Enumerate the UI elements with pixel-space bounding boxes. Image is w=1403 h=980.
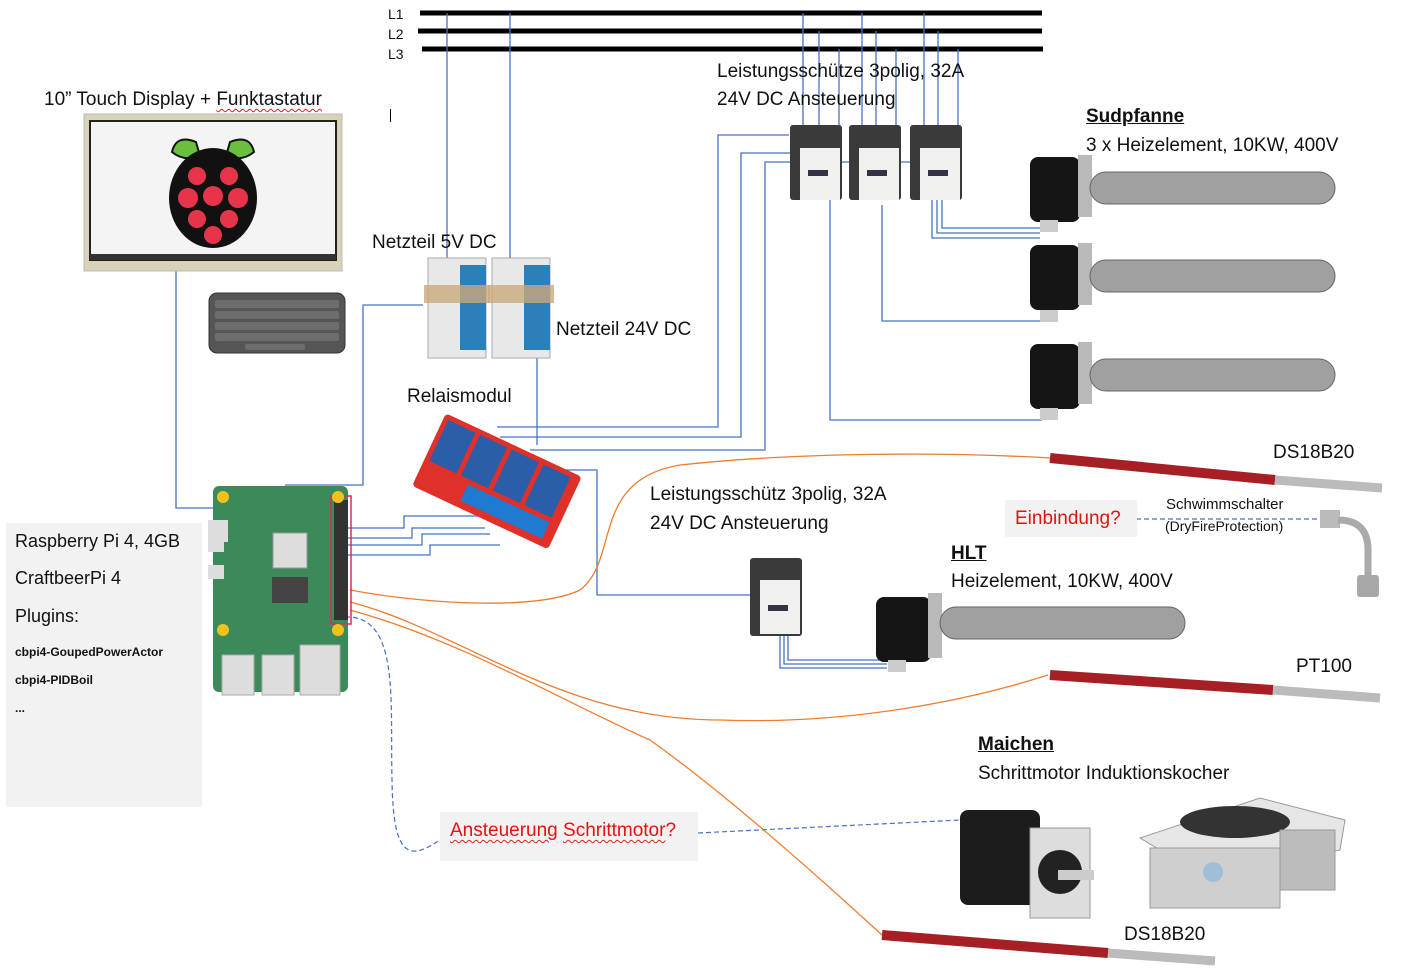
contactor-hlt-label-line1: Leistungsschütz 3polig, 32A — [650, 484, 887, 505]
pi-info-software: CraftbeerPi 4 — [15, 568, 122, 588]
psu-24v — [488, 257, 554, 359]
contactors-sud-label-line1: Leistungsschütze 3polig, 32A — [717, 61, 965, 82]
float-switch-label: Schwimmschalter — [1166, 496, 1284, 513]
heating-element-hlt — [876, 593, 1186, 672]
pi-info-box: Raspberry Pi 4, 4GB CraftbeerPi 4 Plugin… — [6, 523, 202, 807]
contactor-hlt-label-line2: 24V DC Ansteuerung — [650, 513, 829, 534]
phase-label-l1: L1 — [388, 6, 404, 22]
hlt-subtitle: Heizelement, 10KW, 400V — [951, 571, 1173, 592]
float-switch-question-box: Einbindung? — [1005, 500, 1137, 537]
float-switch-sublabel: (DryFireProtection) — [1165, 518, 1284, 534]
contactors-sud-label-line2: 24V DC Ansteuerung — [717, 89, 896, 110]
keyboard — [208, 292, 346, 354]
heating-element-3 — [1030, 342, 1336, 420]
plugin-item: ... — [15, 701, 26, 715]
sensor-top-label: DS18B20 — [1273, 442, 1355, 463]
sensor-pt100-label: PT100 — [1296, 656, 1352, 677]
contactor-hlt — [750, 558, 802, 636]
maichen-title: Maichen — [978, 734, 1055, 755]
maichen-subtitle: Schrittmotor Induktionskocher — [978, 763, 1230, 784]
pi-info-plugins-heading: Plugins: — [15, 606, 80, 626]
plugin-item: cbpi4-GoupedPowerActor — [15, 645, 164, 659]
temp-sensor-pt100 — [1049, 670, 1381, 703]
phase-label-l2: L2 — [388, 26, 404, 42]
stepper-question-box: Ansteuerung Schrittmotor? — [440, 812, 698, 861]
temp-sensor-ds18b20-bottom — [881, 930, 1216, 966]
psu-5v — [424, 257, 490, 359]
sudpfanne-subtitle: 3 x Heizelement, 10KW, 400V — [1086, 135, 1339, 156]
raspberry-logo-icon — [169, 138, 257, 248]
stepper-question: Ansteuerung Schrittmotor? — [450, 820, 677, 841]
heating-element-2 — [1030, 243, 1336, 322]
induction-cooker — [1138, 797, 1346, 909]
display-label: 10” Touch Display + Funktastatur — [44, 89, 322, 110]
float-switch — [1320, 510, 1379, 597]
plugin-item: cbpi4-PIDBoil — [15, 673, 94, 687]
sensor-bottom-label: DS18B20 — [1124, 924, 1206, 945]
contactor-2 — [849, 125, 901, 200]
contactor-1 — [790, 125, 842, 200]
heating-element-1 — [1030, 155, 1336, 232]
contactor-3 — [910, 125, 962, 200]
psu-5v-label: Netzteil 5V DC — [372, 232, 497, 253]
phase-label-l3: L3 — [388, 46, 404, 62]
stepper-motor — [960, 810, 1094, 919]
float-switch-question: Einbindung? — [1015, 508, 1121, 529]
relay-module-label: Relaismodul — [407, 386, 512, 407]
sudpfanne-title: Sudpfanne — [1086, 106, 1185, 127]
orange-sensor-wires — [349, 453, 1051, 936]
hlt-title: HLT — [951, 543, 987, 564]
dashed-links — [344, 518, 1320, 852]
temp-sensor-ds18b20-top — [1049, 453, 1383, 493]
psu-24v-label: Netzteil 24V DC — [556, 319, 692, 340]
touch-display — [83, 113, 343, 272]
raspberry-pi-board — [208, 486, 352, 696]
text-cursor — [390, 109, 391, 122]
pi-info-model: Raspberry Pi 4, 4GB — [15, 531, 181, 551]
relay-module — [413, 414, 581, 548]
